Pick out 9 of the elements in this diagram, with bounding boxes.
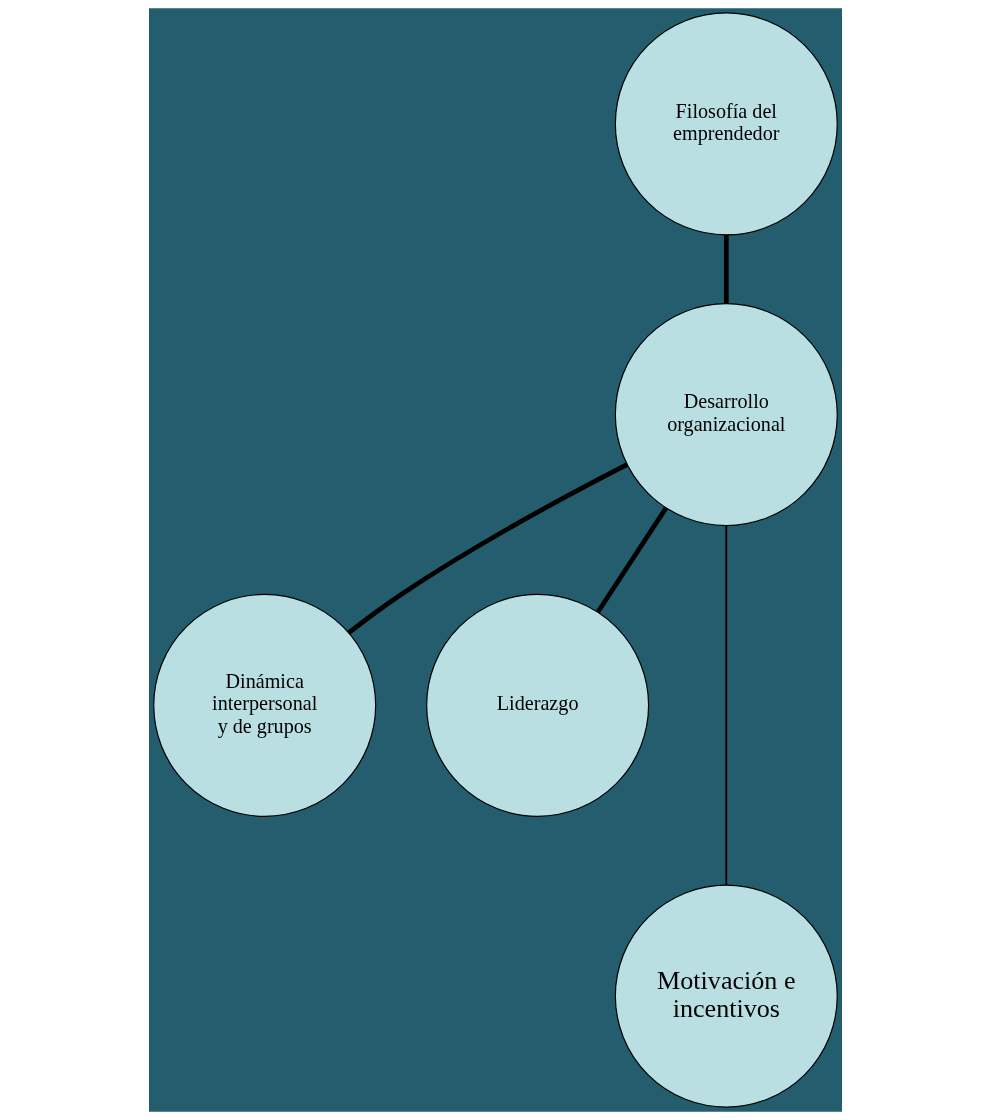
node-circle: Filosofía del emprendedor <box>614 12 838 236</box>
connector <box>346 462 628 635</box>
connector <box>595 506 668 614</box>
node-circle: Dinámica interpersonal y de grupos <box>152 593 376 817</box>
connector <box>723 234 729 304</box>
connector <box>724 524 727 886</box>
node-circle: Desarrollo organizacional <box>614 303 838 527</box>
node-circle: Motivación e incentivos <box>614 884 838 1108</box>
node-circle: Liderazgo <box>425 593 649 817</box>
